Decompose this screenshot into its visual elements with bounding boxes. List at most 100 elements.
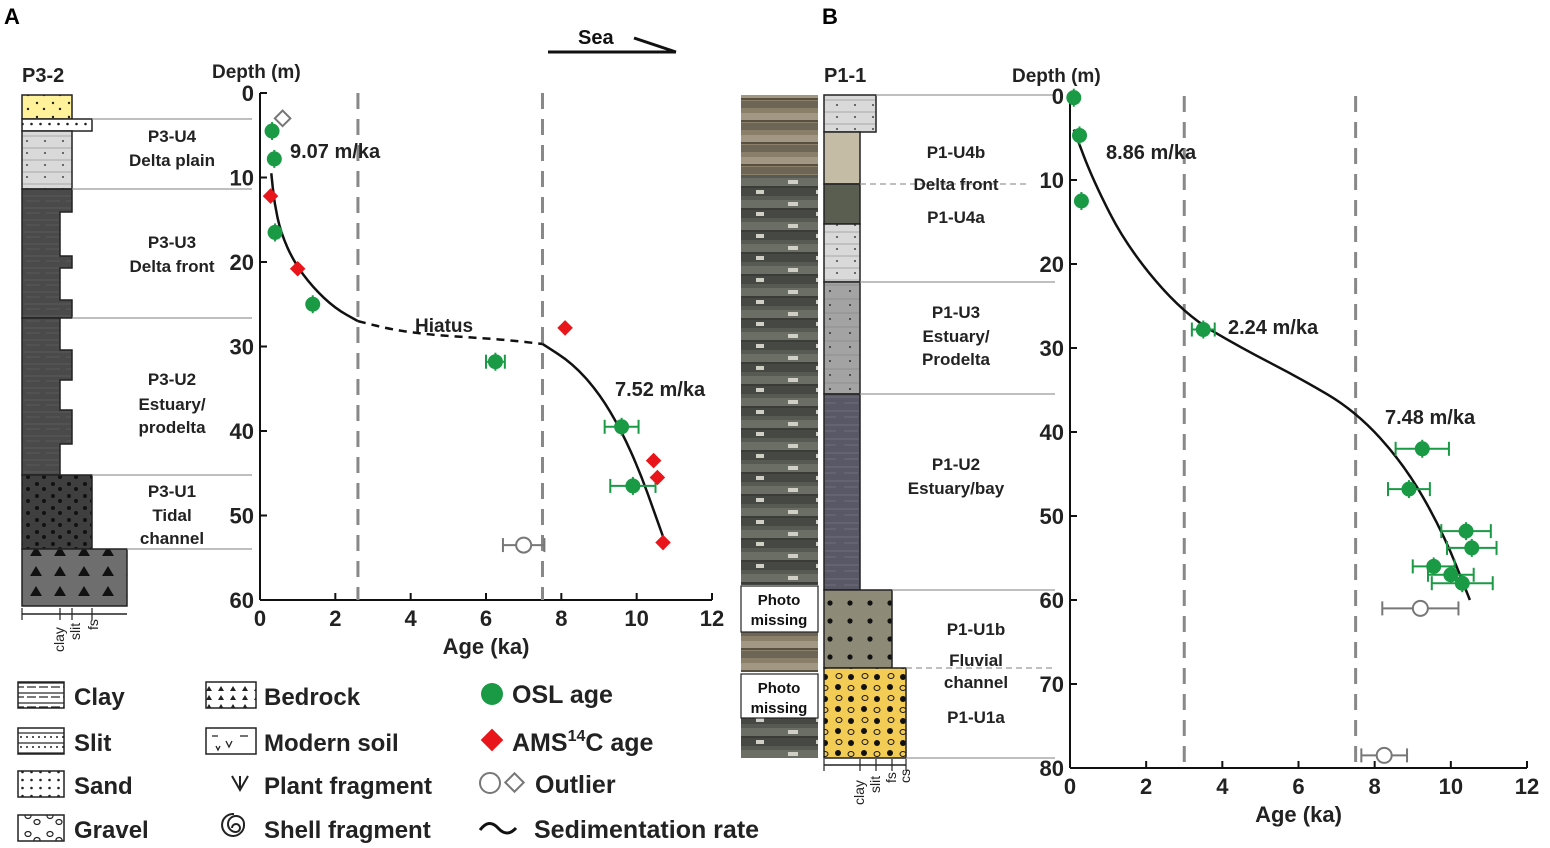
osl-point <box>264 123 280 139</box>
env-label-estuary: Estuary/ <box>138 395 205 414</box>
y-tick-label: 10 <box>1040 168 1064 193</box>
legend-label-rate: Sedimentation rate <box>534 816 759 844</box>
legend-label-bedrock: Bedrock <box>264 684 361 711</box>
y-tick-label: 30 <box>1040 336 1064 361</box>
panel-letter-b: B <box>822 4 838 29</box>
ams-point <box>645 452 662 469</box>
unit-label-p1-u4b: P1-U4b <box>927 143 986 162</box>
sea-label: Sea <box>578 27 614 49</box>
osl-point <box>266 151 282 167</box>
hiatus-label: Hiatus <box>415 316 473 337</box>
rate-label: 9.07 m/ka <box>290 141 381 163</box>
unit-boundaries-a <box>72 118 252 550</box>
legend-item-rate: Sedimentation rate <box>478 816 759 844</box>
outlier-point <box>1411 599 1429 617</box>
grain-fs-a: fs <box>85 619 101 630</box>
osl-point <box>1072 127 1088 143</box>
photo-missing-label-2b: missing <box>751 700 808 717</box>
x-tick-label: 8 <box>555 606 567 631</box>
osl-point <box>1073 193 1089 209</box>
legend-item-gravel: Gravel <box>17 814 149 844</box>
y-tick-label: 10 <box>230 166 254 191</box>
unit-label-p3-u3: P3-U3 <box>148 233 196 252</box>
x-axis-label: Age (ka) <box>443 634 530 659</box>
legend-item-outlier: Outlier <box>479 771 616 799</box>
shell-fragment-icon <box>221 812 246 837</box>
x-tick-label: 10 <box>624 606 648 631</box>
outlier-circle-icon <box>479 772 501 794</box>
y-tick-label: 40 <box>230 419 254 444</box>
osl-point <box>305 296 321 312</box>
y-tick-label: 80 <box>1040 756 1064 781</box>
x-tick-label: 4 <box>1216 774 1229 799</box>
legend-label-outlier: Outlier <box>535 771 616 799</box>
legend-item-clay: Clay <box>17 681 125 711</box>
unit-label-p1-u4a: P1-U4a <box>927 208 985 227</box>
env-label-delta-front-b: Delta front <box>914 175 999 194</box>
osl-point <box>1426 558 1442 574</box>
core-photo: Photo missing Photo missing <box>740 95 819 758</box>
x-tick-label: 6 <box>1292 774 1304 799</box>
lithology-column-p1-1: clay slit fs cs <box>823 94 913 805</box>
y-tick-label: 60 <box>1040 588 1064 613</box>
y-tick-label: 0 <box>242 81 254 106</box>
hiatus-curve <box>357 319 543 346</box>
photo-missing-label-2a: Photo <box>758 680 801 697</box>
grain-slit-b: slit <box>867 776 883 793</box>
osl-point <box>1066 90 1082 106</box>
osl-point <box>1458 523 1474 539</box>
photo-missing-label-1a: Photo <box>758 592 801 609</box>
outlier-point <box>1375 746 1393 764</box>
legend-item-sand: Sand <box>17 770 133 800</box>
unit-label-p1-u3: P1-U3 <box>932 303 980 322</box>
photo-missing-box-2 <box>740 673 819 719</box>
y-axis-label: Depth (m) <box>212 62 301 83</box>
sedimentation-rate-curve-2 <box>541 342 665 538</box>
osl-point <box>1401 481 1417 497</box>
osl-point <box>614 419 630 435</box>
grain-clay-a: clay <box>51 627 67 652</box>
unit-label-p1-u2: P1-U2 <box>932 455 980 474</box>
env-label-prodelta-b: Prodelta <box>922 350 991 369</box>
y-tick-label: 20 <box>1040 252 1064 277</box>
legend-item-shell: Shell fragment <box>221 812 431 844</box>
sea-transgression-symbol: Sea <box>548 27 677 54</box>
osl-marker-icon <box>481 683 503 705</box>
panel-letter-a: A <box>4 4 20 29</box>
osl-point <box>625 478 641 494</box>
core-name-p1-1: P1-1 <box>824 65 866 87</box>
x-tick-label: 2 <box>1140 774 1152 799</box>
grain-fs-b: fs <box>883 772 899 783</box>
osl-point <box>1454 575 1470 591</box>
osl-point <box>487 354 503 370</box>
x-tick-label: 10 <box>1439 774 1463 799</box>
legend-item-bedrock: Bedrock <box>205 681 361 711</box>
unit-label-p3-u1: P3-U1 <box>148 482 196 501</box>
x-tick-label: 2 <box>329 606 341 631</box>
x-tick-label: 6 <box>480 606 492 631</box>
photo-missing-box-1 <box>740 585 819 633</box>
legend-item-osl: OSL age <box>481 681 613 709</box>
y-axis-label: Depth (m) <box>1012 66 1101 87</box>
x-tick-label: 4 <box>405 606 418 631</box>
legend-label-shell: Shell fragment <box>264 817 431 844</box>
unit-label-p1-u1a: P1-U1a <box>947 708 1005 727</box>
legend-label-plant: Plant fragment <box>264 773 432 800</box>
photo-missing-label-1b: missing <box>751 612 808 629</box>
env-label-delta-plain: Delta plain <box>129 151 215 170</box>
env-label-channel-b: channel <box>944 673 1008 692</box>
rate-label: 7.48 m/ka <box>1385 407 1476 429</box>
legend-item-slit: Slit <box>17 727 111 757</box>
osl-point <box>1443 567 1459 583</box>
outlier-point <box>273 109 292 128</box>
unit-label-p3-u4: P3-U4 <box>148 127 197 146</box>
outlier-point <box>515 536 533 554</box>
unit-label-p1-u1b: P1-U1b <box>947 620 1006 639</box>
legend: Clay Slit Sand Gravel Bedrock Modern soi… <box>17 681 759 844</box>
y-tick-label: 70 <box>1040 672 1064 697</box>
lithology-column-p3-2: clay slit fs <box>21 94 128 652</box>
legend-item-plant: Plant fragment <box>231 773 432 800</box>
unit-labels-a: P3-U4 Delta plain P3-U3 Delta front P3-U… <box>129 127 215 548</box>
sedimentation-rate-curve <box>270 173 359 323</box>
